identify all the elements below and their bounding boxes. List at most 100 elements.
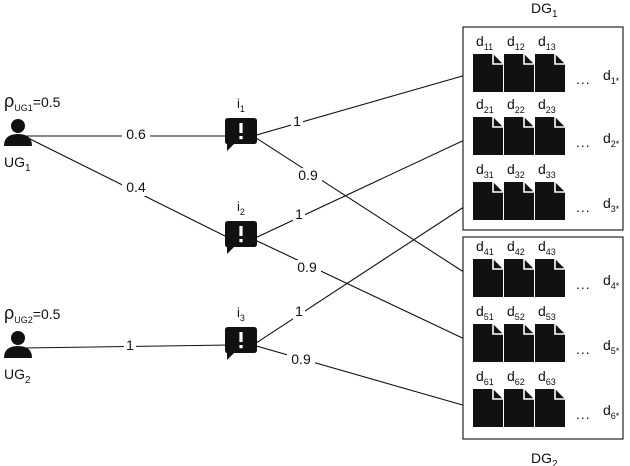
comment-alert-icon xyxy=(225,221,257,254)
doc-ellipsis: ... xyxy=(576,71,591,87)
document-icon xyxy=(473,182,503,220)
edge-weight-label: 0.6 xyxy=(126,126,146,142)
doc-last-label: d1* xyxy=(603,67,620,86)
doc-row-row1: d11 d12 d13... d1* xyxy=(473,33,620,92)
edge-weight-label: 1 xyxy=(295,206,303,222)
edge-label-bg xyxy=(293,207,305,223)
document-icon xyxy=(473,117,503,155)
edge-weight-label: 0.9 xyxy=(298,167,318,183)
doc-label: d51 xyxy=(476,303,494,322)
document-icon xyxy=(473,259,503,297)
doc-row-row2: d21 d22 d23... d2* xyxy=(473,96,620,155)
doc-ellipsis: ... xyxy=(576,341,591,357)
document-icon xyxy=(473,54,503,92)
item-node-i1: i1 xyxy=(225,96,257,151)
edge-i1-row4 xyxy=(252,135,474,279)
doc-label: d53 xyxy=(538,303,556,322)
doc-last-label: d4* xyxy=(603,272,620,291)
edge-i3-row6 xyxy=(252,344,474,409)
document-icon xyxy=(535,182,565,220)
doc-ellipsis: ... xyxy=(576,199,591,215)
edges-layer: 0.6 0.4 1 1 0.9 1 0.9 1 0.9 xyxy=(23,72,474,409)
doc-group-label-dg1: DG1 xyxy=(531,0,558,20)
edge-weight-label: 1 xyxy=(295,303,303,319)
user-group-label: UG2 xyxy=(4,366,31,386)
item-label: i2 xyxy=(237,199,245,217)
document-icon xyxy=(535,324,565,362)
doc-label: d32 xyxy=(507,161,525,180)
doc-ellipsis: ... xyxy=(576,406,591,422)
document-icon xyxy=(504,117,534,155)
edge-weight-label: 0.9 xyxy=(297,259,317,275)
doc-label: d62 xyxy=(507,368,525,387)
doc-label: d11 xyxy=(476,33,493,52)
doc-last-label: d3* xyxy=(603,195,620,214)
edge-label-bg xyxy=(294,168,322,184)
user-icon xyxy=(4,331,32,358)
doc-row-row6: d61 d62 d63... d6* xyxy=(473,368,620,427)
doc-last-label: d6* xyxy=(603,402,620,421)
document-icon xyxy=(473,324,503,362)
edge-label-bg xyxy=(293,260,321,276)
user-weight-label: ρUG2=0.5 xyxy=(4,303,61,325)
edge-weight-label: 1 xyxy=(293,113,301,129)
document-icon xyxy=(504,54,534,92)
document-icon xyxy=(504,389,534,427)
doc-label: d41 xyxy=(476,238,494,257)
doc-last-label: d2* xyxy=(603,130,620,149)
comment-alert-icon xyxy=(225,327,257,360)
doc-label: d22 xyxy=(507,96,525,115)
doc-label: d43 xyxy=(538,238,556,257)
item-node-i2: i2 xyxy=(225,199,257,254)
document-icon xyxy=(473,389,503,427)
doc-group-label-dg2: DG2 xyxy=(531,450,558,466)
document-icon xyxy=(504,324,534,362)
edge-weight-label: 1 xyxy=(126,337,134,353)
edge-i1-row1 xyxy=(252,72,474,137)
edge-i3-row3 xyxy=(252,200,474,346)
edge-i2-row2 xyxy=(252,135,474,240)
document-icon xyxy=(535,389,565,427)
doc-row-row5: d51 d52 d53... d5* xyxy=(473,303,620,362)
doc-label: d33 xyxy=(538,161,556,180)
document-icon xyxy=(535,54,565,92)
doc-last-label: d5* xyxy=(603,337,620,356)
doc-label: d13 xyxy=(538,33,556,52)
document-icon xyxy=(504,182,534,220)
user-icon xyxy=(4,119,32,146)
doc-label: d52 xyxy=(507,303,525,322)
doc-row-row3: d31 d32 d33... d3* xyxy=(473,161,620,220)
edge-i2-row5 xyxy=(252,238,474,344)
doc-label: d63 xyxy=(538,368,556,387)
comment-alert-icon xyxy=(225,118,257,151)
document-icon xyxy=(504,259,534,297)
edge-label-bg xyxy=(291,114,303,130)
doc-label: d42 xyxy=(507,238,525,257)
edge-label-bg xyxy=(293,304,305,320)
edge-label-bg xyxy=(122,180,150,196)
edge-weight-label: 0.4 xyxy=(126,179,146,195)
user-weight-label: ρUG1=0.5 xyxy=(4,91,61,113)
doc-label: d31 xyxy=(476,161,494,180)
item-label: i3 xyxy=(237,305,245,323)
item-label: i1 xyxy=(237,96,245,114)
document-icon xyxy=(535,117,565,155)
edge-weight-label: 0.9 xyxy=(291,351,311,367)
doc-ellipsis: ... xyxy=(576,276,591,292)
doc-label: d21 xyxy=(476,96,494,115)
edge-label-bg xyxy=(287,352,315,368)
doc-ellipsis: ... xyxy=(576,134,591,150)
edge-label-bg xyxy=(122,127,150,143)
edge-label-bg xyxy=(124,338,136,354)
document-icon xyxy=(535,259,565,297)
doc-label: d12 xyxy=(507,33,525,52)
item-node-i3: i3 xyxy=(225,305,257,360)
user-group-label: UG1 xyxy=(4,154,31,174)
doc-row-row4: d41 d42 d43... d4* xyxy=(473,238,620,297)
doc-label: d23 xyxy=(538,96,556,115)
doc-label: d61 xyxy=(476,368,494,387)
